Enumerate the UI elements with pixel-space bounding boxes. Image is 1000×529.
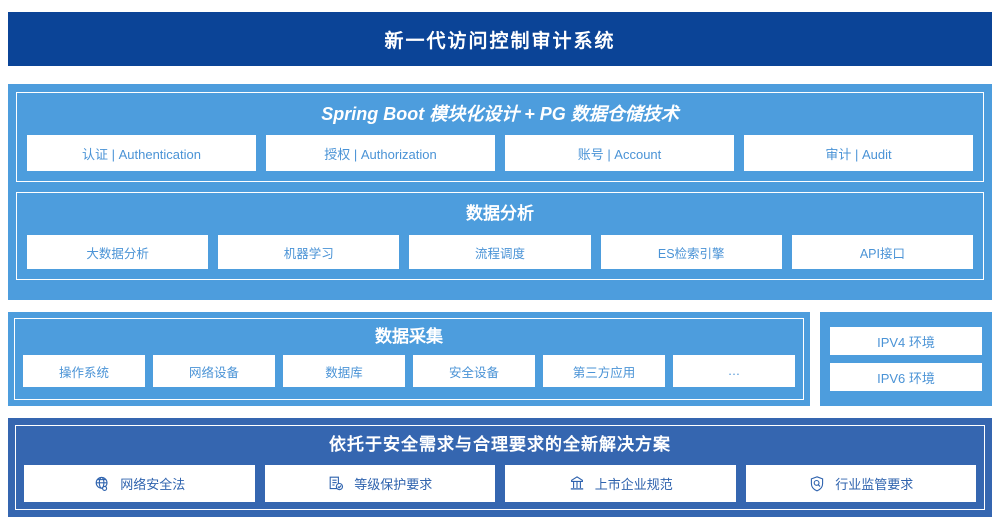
chip-third-party-app[interactable]: 第三方应用 — [543, 355, 665, 387]
chip-network-device[interactable]: 网络设备 — [153, 355, 275, 387]
panel-spring-boot: Spring Boot 模块化设计 + PG 数据仓储技术 认证 | Authe… — [16, 92, 984, 182]
chip-big-data-analysis[interactable]: 大数据分析 — [27, 235, 209, 269]
chip-ipv4-environment[interactable]: IPV4 环境 — [830, 327, 982, 355]
panel-compliance-title: 依托于安全需求与合理要求的全新解决方案 — [329, 435, 671, 454]
chip-account[interactable]: 账号 | Account — [505, 135, 734, 171]
chip-listed-enterprise-standard-label: 上市企业规范 — [594, 477, 673, 492]
chip-cybersecurity-law-label: 网络安全法 — [120, 477, 186, 492]
chip-authorization[interactable]: 授权 | Authorization — [266, 135, 495, 171]
panel-spring-boot-title: Spring Boot 模块化设计 + PG 数据仓储技术 — [321, 104, 679, 124]
chip-industry-regulation-label: 行业监管要求 — [835, 477, 914, 492]
bank-icon — [568, 475, 586, 493]
panel-compliance-inner: 依托于安全需求与合理要求的全新解决方案 网络安全法 — [15, 425, 985, 510]
chip-operating-system[interactable]: 操作系统 — [23, 355, 145, 387]
document-check-icon — [327, 475, 345, 493]
chip-process-scheduling[interactable]: 流程调度 — [409, 235, 591, 269]
chip-security-device[interactable]: 安全设备 — [413, 355, 535, 387]
platform-section: Spring Boot 模块化设计 + PG 数据仓储技术 认证 | Authe… — [8, 84, 992, 300]
chip-database[interactable]: 数据库 — [283, 355, 405, 387]
chip-cybersecurity-law[interactable]: 网络安全法 — [24, 465, 255, 502]
chip-classified-protection-label: 等级保护要求 — [354, 477, 433, 492]
panel-compliance: 依托于安全需求与合理要求的全新解决方案 网络安全法 — [8, 418, 992, 517]
panel-spring-boot-chip-row: 认证 | Authentication 授权 | Authorization 账… — [27, 135, 973, 171]
chip-machine-learning[interactable]: 机器学习 — [218, 235, 400, 269]
chip-ipv6-environment[interactable]: IPV6 环境 — [830, 363, 982, 391]
globe-icon — [93, 475, 111, 493]
chip-api-interface[interactable]: API接口 — [791, 235, 974, 269]
page-title: 新一代访问控制审计系统 — [384, 30, 616, 52]
panel-data-analysis-title: 数据分析 — [466, 204, 534, 223]
chip-listed-enterprise-standard[interactable]: 上市企业规范 — [505, 465, 736, 502]
shield-search-icon — [808, 475, 826, 493]
chip-industry-regulation[interactable]: 行业监管要求 — [745, 465, 976, 502]
chip-audit[interactable]: 审计 | Audit — [744, 135, 973, 171]
panel-data-analysis: 数据分析 大数据分析 机器学习 流程调度 ES检索引擎 API接口 — [16, 192, 984, 280]
chip-authentication[interactable]: 认证 | Authentication — [27, 135, 256, 171]
page-header: 新一代访问控制审计系统 — [8, 12, 992, 66]
chip-es-search-engine[interactable]: ES检索引擎 — [600, 235, 782, 269]
panel-data-collection-title: 数据采集 — [375, 327, 443, 346]
chip-more-ellipsis[interactable]: … — [673, 355, 795, 387]
panel-data-collection-chip-row: 操作系统 网络设备 数据库 安全设备 第三方应用 … — [23, 355, 795, 387]
panel-data-analysis-chip-row: 大数据分析 机器学习 流程调度 ES检索引擎 API接口 — [27, 235, 974, 269]
panel-environment: IPV4 环境 IPV6 环境 — [820, 312, 992, 406]
panel-compliance-chip-row: 网络安全法 等级保护要求 — [24, 465, 976, 502]
collection-row: 数据采集 操作系统 网络设备 数据库 安全设备 第三方应用 … IPV4 环境 … — [8, 312, 992, 406]
chip-classified-protection[interactable]: 等级保护要求 — [264, 465, 495, 502]
panel-data-collection-inner: 数据采集 操作系统 网络设备 数据库 安全设备 第三方应用 … — [14, 318, 804, 400]
panel-data-collection: 数据采集 操作系统 网络设备 数据库 安全设备 第三方应用 … — [8, 312, 810, 406]
